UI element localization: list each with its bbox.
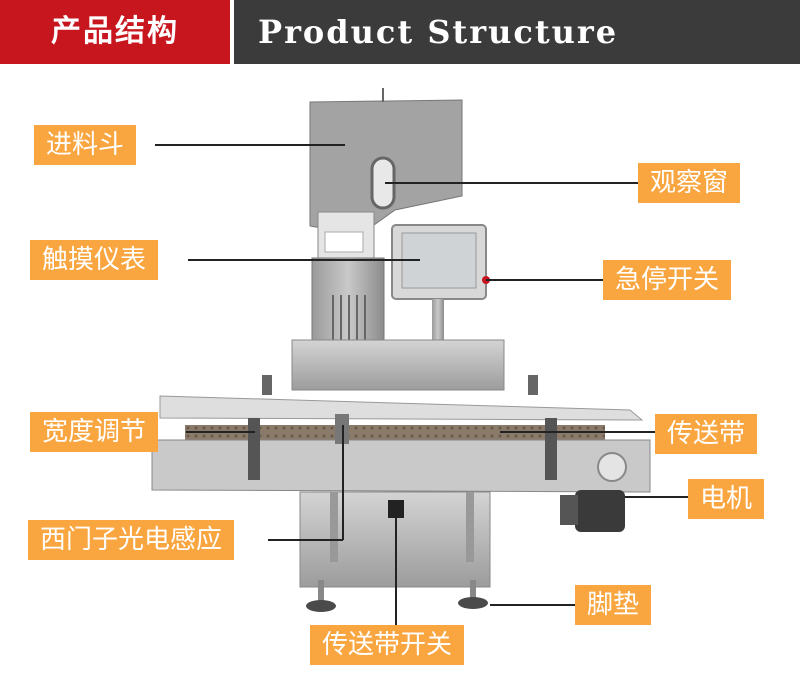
label-touch-meter: 触摸仪表 [30,240,159,280]
hopper [309,88,463,236]
header-title-cn: 产品结构 [0,0,230,64]
machine-illustration [151,88,688,625]
label-conveyor-belt: 传送带 [655,414,758,454]
label-foot-pad: 脚垫 [575,585,652,625]
feet [306,580,488,612]
motor [560,490,625,532]
label-siemens-sensor: 西门子光电感应 [28,520,235,560]
label-observation-window: 观察窗 [638,163,741,203]
width-adjust-bracket-right [545,418,557,480]
conveyor [151,375,651,493]
label-hopper: 进料斗 [34,125,137,165]
label-emergency-stop: 急停开关 [603,260,732,300]
label-conveyor-switch: 传送带开关 [310,625,465,665]
label-motor: 电机 [688,479,765,519]
label-width-adjust: 宽度调节 [30,412,159,452]
header-bar: 产品结构 Product Structure [0,0,800,64]
machine-table [291,339,505,391]
conveyor-switch-box [388,500,404,518]
width-adjust-bracket-left [248,418,260,480]
leader-lines [155,144,688,625]
header-divider [230,0,234,64]
header-title-en: Product Structure [258,13,619,51]
